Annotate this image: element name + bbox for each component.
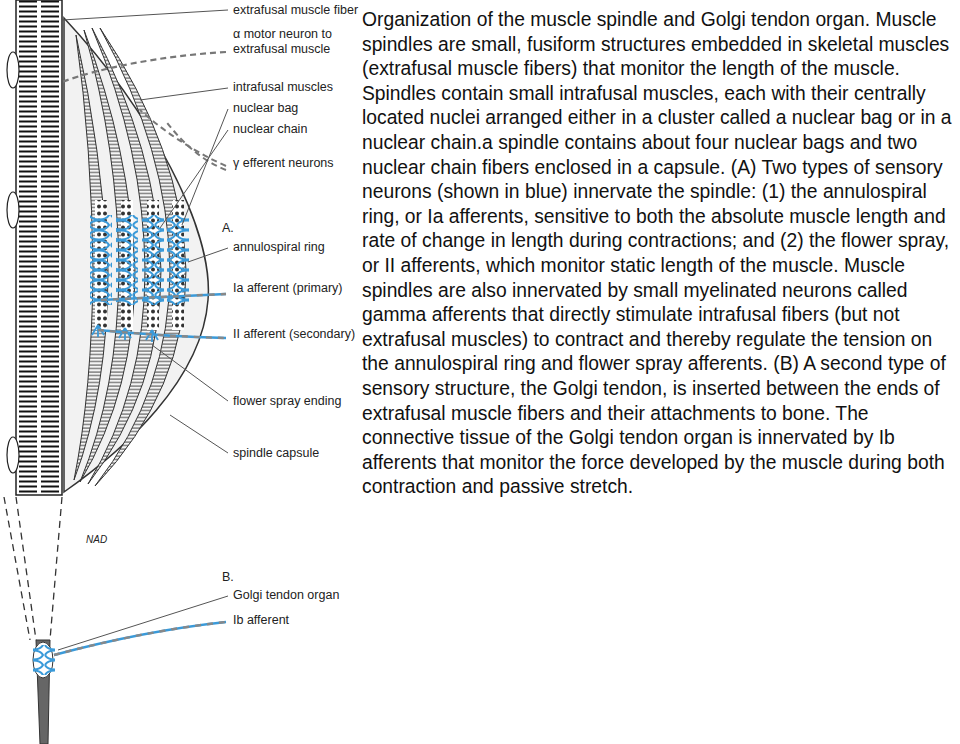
part-label: nuclear bag <box>233 101 298 116</box>
part-label: II afferent (secondary) <box>233 327 355 342</box>
part-label: Ib afferent <box>233 613 289 628</box>
part-label: spindle capsule <box>233 446 319 461</box>
part-label: B. <box>222 570 234 585</box>
part-label: α motor neuron to extrafusal muscle <box>233 27 355 56</box>
figure-caption: Organization of the muscle spindle and G… <box>362 8 956 500</box>
part-label: nuclear chain <box>233 122 307 137</box>
part-label: intrafusal muscles <box>233 80 333 95</box>
part-label: A. <box>222 221 234 236</box>
part-label: extrafusal muscle fiber <box>233 3 358 18</box>
part-label: annulospiral ring <box>233 240 325 255</box>
part-label: NAD <box>86 533 107 548</box>
part-label: γ efferent neurons <box>233 156 334 171</box>
part-label: Golgi tendon organ <box>233 588 339 603</box>
part-label: Ia afferent (primary) <box>233 281 343 296</box>
part-label: flower spray ending <box>233 394 341 409</box>
